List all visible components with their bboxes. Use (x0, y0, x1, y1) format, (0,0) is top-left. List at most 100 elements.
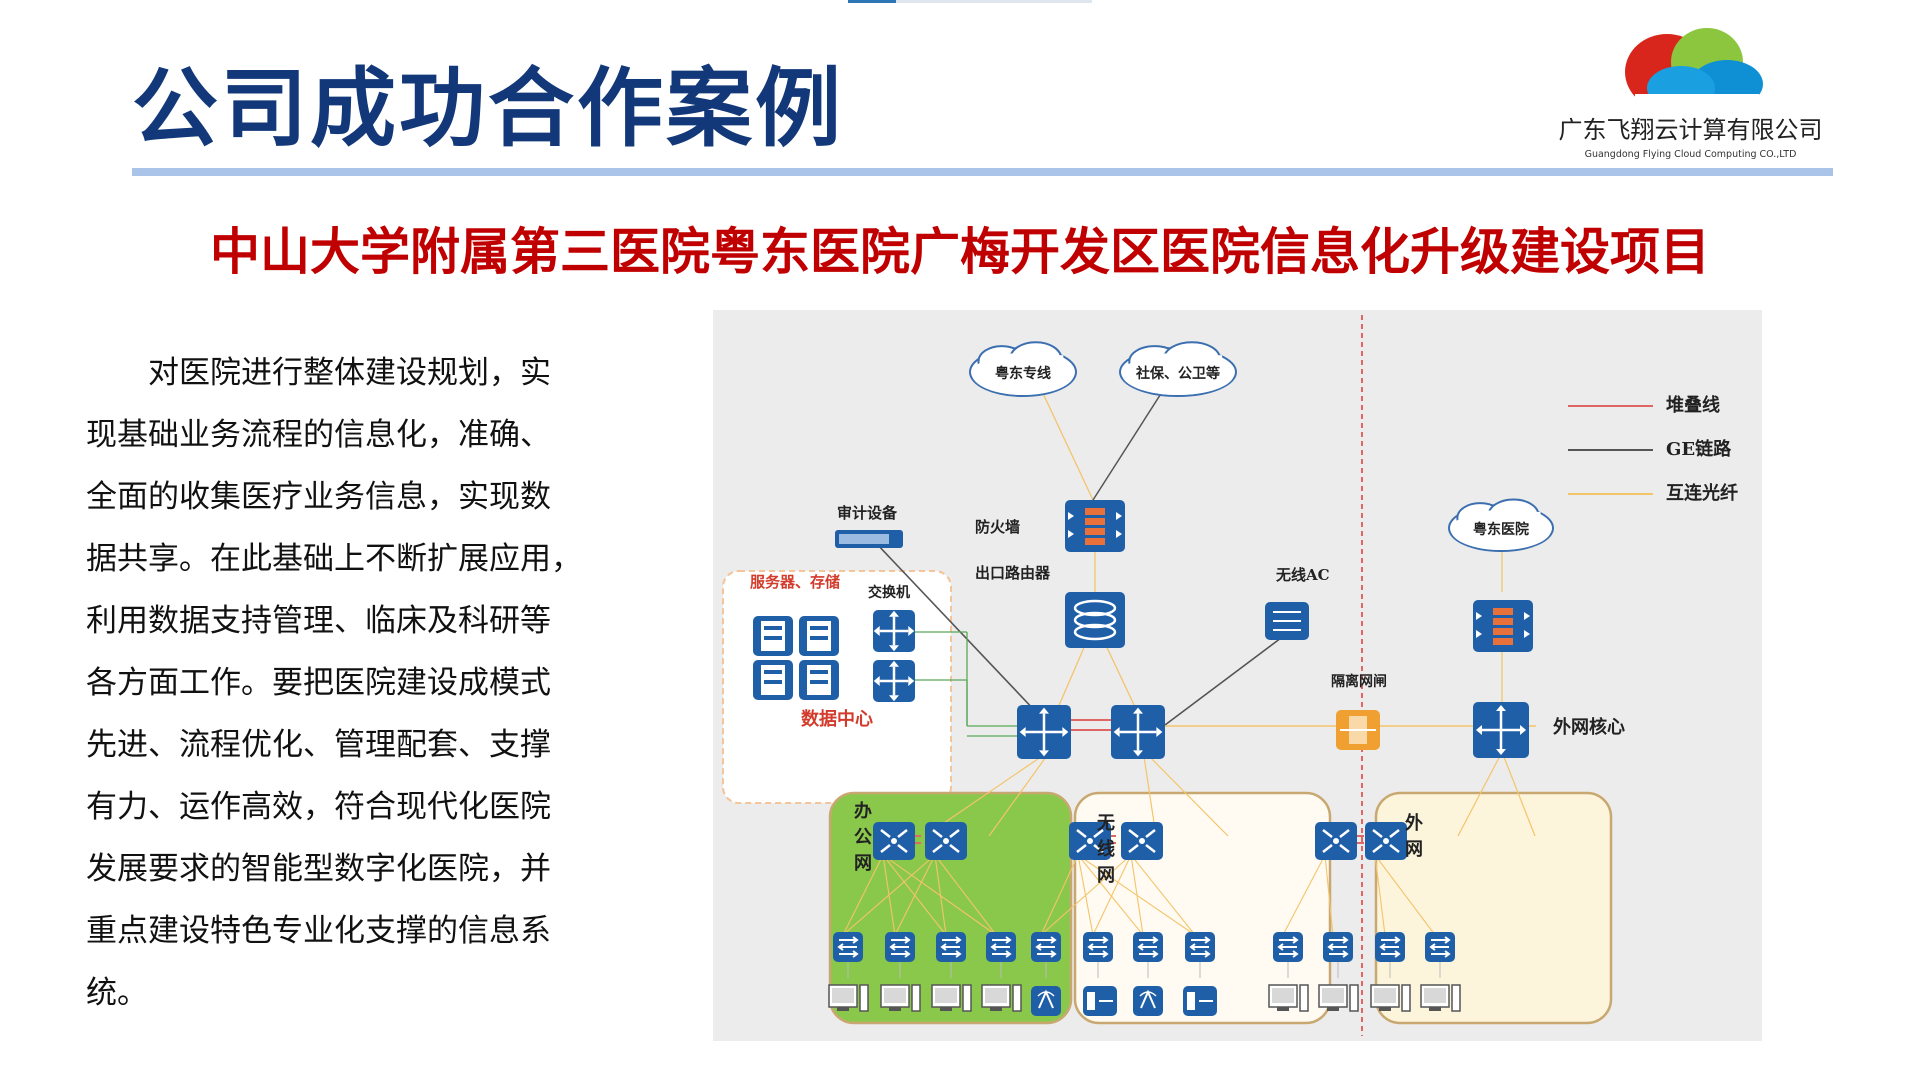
description-line: 全面的收集医疗业务信息，实现数 (86, 479, 551, 515)
core-switch-icon (1473, 702, 1529, 758)
access-switch-icon (1425, 932, 1455, 962)
switch-label: 交换机 (868, 584, 910, 601)
slide-tab-indicator (848, 0, 896, 3)
server-icon (753, 660, 793, 700)
server-icon (753, 616, 793, 656)
diagram-label-char: 公 (854, 827, 872, 848)
server-icon (799, 660, 839, 700)
diagram-label-char: 外 (1405, 812, 1423, 834)
computer-icon (931, 984, 972, 1012)
wireless-controller-icon (1265, 602, 1309, 640)
access-switch-icon (1273, 932, 1303, 962)
description-line: 各方面工作。要把医院建设成模式 (86, 665, 551, 701)
description-line: 统。 (86, 975, 148, 1011)
description-line: 先进、流程优化、管理配套、支撑 (86, 727, 551, 763)
cloud-label: 粤东专线 (995, 365, 1051, 382)
link-line (1160, 634, 1286, 729)
link-line (1077, 854, 1144, 936)
computer-icon (1420, 984, 1461, 1012)
servers-label: 服务器、存储 (750, 573, 840, 591)
computer-icon (981, 984, 1022, 1012)
link-line (874, 541, 1039, 715)
link-line (1077, 854, 1196, 936)
link-line (988, 749, 1052, 837)
slide-tab-bar (848, 0, 1092, 3)
aggregation-switch-icon (873, 822, 915, 860)
switch-icon (873, 660, 915, 702)
outer-network-label: 外网 (1405, 812, 1423, 860)
link-line (1324, 854, 1334, 936)
router-label: 出口路由器 (975, 564, 1051, 582)
legend-label: 互连光纤 (1666, 482, 1738, 504)
aggregation-switch-icon (1315, 822, 1357, 860)
link-line (1092, 377, 1172, 501)
description-line: 据共享。在此基础上不断扩展应用， (86, 541, 582, 577)
computer-icon (1370, 984, 1411, 1012)
cloud-label: 社保、公卫等 (1135, 365, 1220, 382)
gateway-icon (1083, 986, 1117, 1016)
server-icon (799, 616, 839, 656)
aggregation-switch-icon (1121, 822, 1163, 860)
link-line (924, 749, 1052, 837)
diagram-label-char: 线 (1097, 838, 1115, 860)
link-line (934, 854, 997, 936)
description-line: 重点建设特色专业化支撑的信息系 (86, 913, 551, 949)
diagram-label-char: 无 (1097, 813, 1115, 834)
computer-icon (1268, 984, 1309, 1012)
computer-icon (1318, 984, 1359, 1012)
access-switch-icon (1375, 932, 1405, 962)
link-line (1457, 751, 1503, 837)
diagram-label-char: 办 (854, 800, 872, 822)
link-line (882, 854, 896, 936)
description-line: 发展要求的智能型数字化医院，并 (86, 851, 551, 887)
access-switch-icon (885, 932, 915, 962)
project-title: 中山大学附属第三医院粤东医院广梅开发区医院信息化升级建设项目 (210, 223, 1710, 281)
link-line (934, 854, 947, 936)
company-name-en: Guangdong Flying Cloud Computing CO.,LTD (1584, 149, 1797, 160)
diagram-label-char: 网 (1097, 865, 1115, 886)
wireless-network-label: 无线网 (1097, 813, 1115, 886)
aggregation-switch-icon (1069, 822, 1111, 860)
firewall-label: 防火墙 (975, 518, 1020, 536)
computer-icon (828, 984, 869, 1012)
link-line (1077, 854, 1094, 936)
access-switch-icon (936, 932, 966, 962)
link-line (1142, 749, 1157, 837)
cloud-label: 粤东医院 (1473, 521, 1529, 538)
gap-device-label: 隔离网闸 (1331, 673, 1387, 690)
diagram-label-char: 网 (1405, 839, 1423, 860)
link-line (1142, 749, 1229, 837)
audit-device-label: 审计设备 (837, 504, 898, 522)
data-center-label: 数据中心 (801, 708, 873, 730)
page-title: 公司成功合作案例 (132, 59, 844, 159)
cloud-icon: 社保、公卫等 (1119, 341, 1237, 397)
router-icon (1065, 592, 1125, 648)
gap-device-icon (1336, 710, 1380, 750)
wireless-ap-icon (1133, 986, 1163, 1016)
link-line (1130, 854, 1196, 936)
description-line: 利用数据支持管理、临床及科研等 (86, 603, 551, 639)
network-topology-svg: 堆叠线GE链路互连光纤粤东专线社保、公卫等粤东医院审计设备防火墙出口路由器无线A… (722, 315, 1738, 1036)
cloud-logo-icon (1625, 28, 1763, 110)
description-line: 有力、运作高效，符合现代化医院 (86, 789, 551, 825)
description-line: 现基础业务流程的信息化，准确、 (86, 417, 551, 453)
firewall-icon (1065, 500, 1125, 552)
link-line (882, 854, 997, 936)
wireless-ap-icon (1031, 986, 1061, 1016)
legend-label: GE链路 (1666, 438, 1732, 460)
company-name-cn: 广东飞翔云计算有限公司 (1558, 116, 1823, 144)
link-line (842, 854, 884, 936)
audit-device-icon (835, 530, 903, 548)
aggregation-switch-icon (925, 822, 967, 860)
link-line (1282, 854, 1326, 936)
link-line (882, 854, 947, 936)
link-line (1092, 854, 1132, 936)
access-switch-icon (1133, 932, 1163, 962)
core-switch-icon (1111, 705, 1165, 759)
gateway-icon (1183, 986, 1217, 1016)
cloud-icon: 粤东专线 (969, 341, 1077, 397)
office-network-label: 办公网 (854, 800, 872, 874)
access-switch-icon (1185, 932, 1215, 962)
switch-icon (873, 610, 915, 652)
description-line: 对医院进行整体建设规划，实 (86, 355, 551, 391)
